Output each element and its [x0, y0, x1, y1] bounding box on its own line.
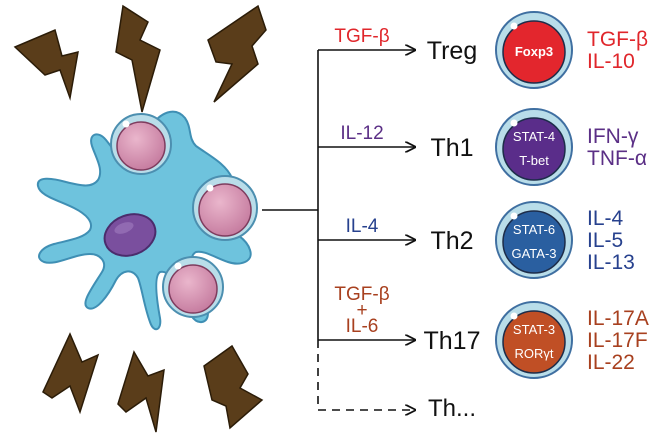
stimulus-label: IL-4	[346, 216, 379, 237]
cytokine-label: IL-17A	[587, 307, 649, 330]
lightning-bolt-icon	[203, 344, 264, 430]
lightning-bolt-icon	[13, 28, 79, 101]
stimulus-label: +	[356, 300, 367, 321]
pink-cell-icon	[162, 256, 224, 318]
cytokine-label: IL-5	[587, 229, 623, 252]
cell-type-label: Th2	[430, 227, 473, 255]
other-branch-label: Th...	[428, 395, 476, 422]
cytokine-label: IL-10	[587, 50, 635, 73]
transcription-factor-label: GATA-3	[511, 246, 556, 261]
cell-type-label: Treg	[427, 37, 477, 65]
lightning-bolt-icon	[117, 350, 165, 433]
lightning-bolt-icon	[42, 332, 100, 415]
pink-cell-icon	[192, 175, 258, 241]
cytokine-label: IL-13	[587, 251, 635, 274]
stimulus-label: IL-6	[346, 316, 379, 337]
nucleus-highlight	[114, 222, 134, 234]
lightning-bolt-icon	[207, 4, 267, 103]
dendritic-cell-nucleus	[103, 213, 157, 257]
cytokine-label: TGF-β	[587, 28, 648, 51]
dendritic-cell-icon	[36, 110, 252, 331]
cell-type-label: Th1	[430, 134, 473, 162]
transcription-factor-label: STAT-3	[513, 322, 555, 337]
t-cell-icon: STAT-4T-bet	[495, 108, 573, 186]
transcription-factor-label: RORγt	[515, 346, 554, 361]
cell-type-label: Th17	[424, 327, 481, 355]
cytokine-label: TNF-α	[587, 147, 647, 170]
connectors	[262, 50, 415, 410]
stimulus-label: IL-12	[340, 123, 383, 144]
lightning-bolts	[13, 4, 267, 433]
lightning-bolt-icon	[115, 4, 161, 113]
cytokine-label: IL-4	[587, 207, 624, 230]
cytokine-label: IL-17F	[587, 329, 648, 352]
stimulus-label: TGF-β	[334, 26, 389, 47]
cytokine-label: IFN-γ	[587, 125, 639, 148]
cytokine-label: IL-22	[587, 351, 635, 374]
t-cell-icon: Foxp3	[495, 11, 573, 89]
transcription-factor-label: STAT-4	[513, 129, 555, 144]
pink-cells	[110, 113, 258, 318]
stimulus-label: TGF-β	[334, 284, 389, 305]
transcription-factor-label: T-bet	[519, 153, 549, 168]
pink-cell-icon	[110, 113, 172, 175]
transcription-factor-label: Foxp3	[515, 44, 553, 59]
transcription-factor-label: STAT-6	[513, 222, 555, 237]
